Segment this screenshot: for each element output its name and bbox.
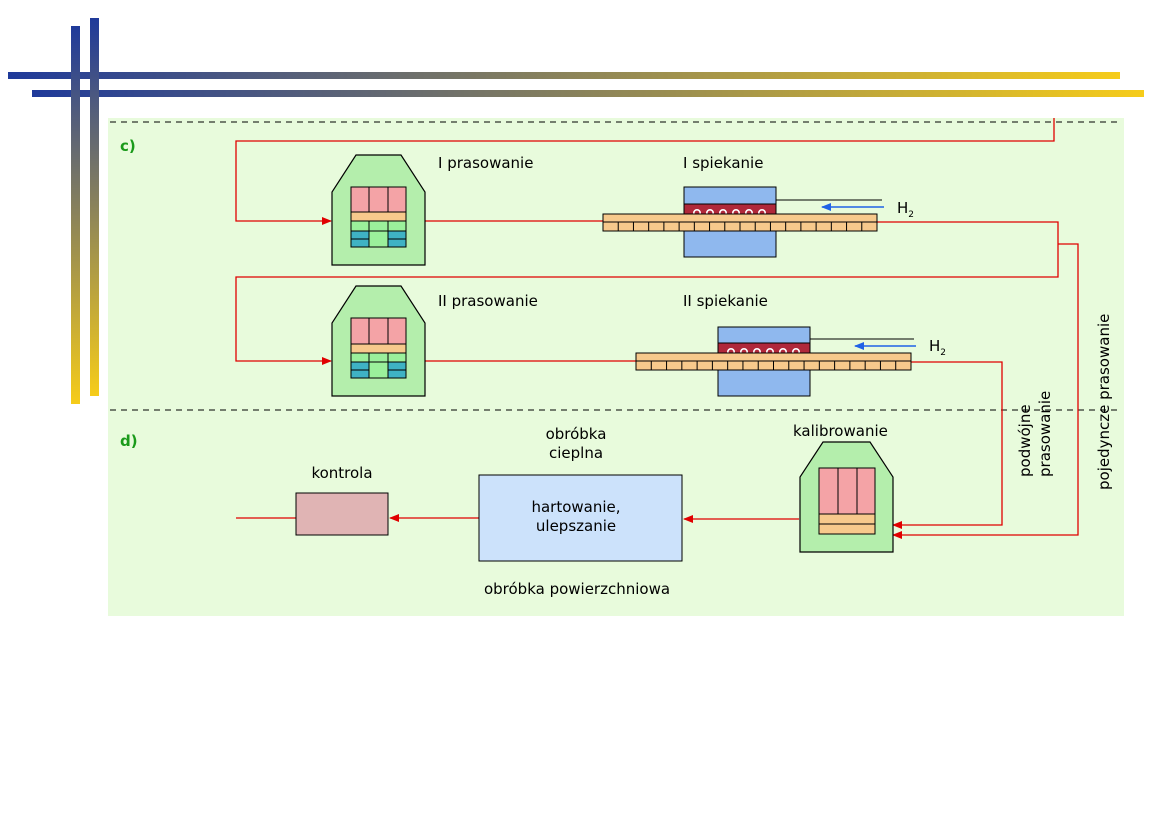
gas-2-subscript: 2 xyxy=(940,348,946,358)
label-heat-treatment-line2: cieplna xyxy=(549,444,603,462)
sinter-furnace-1 xyxy=(602,186,884,258)
label-press-1: I prasowanie xyxy=(438,154,533,172)
label-heat-treatment-line1: obróbka xyxy=(546,425,607,443)
section-label-c: c) xyxy=(120,137,136,155)
deco-vbar-2 xyxy=(90,18,99,396)
label-calibration: kalibrowanie xyxy=(793,422,888,440)
label-double-press-line1: podwójne xyxy=(1016,404,1034,477)
gas-1-subscript: 2 xyxy=(908,210,914,220)
press-1-punch xyxy=(350,186,407,213)
control-box xyxy=(295,492,389,536)
label-sinter-1: I spiekanie xyxy=(683,154,763,172)
label-press-2: II prasowanie xyxy=(438,292,538,310)
section-label-d: d) xyxy=(120,432,138,450)
sinter-1-conveyor-top xyxy=(602,213,878,223)
label-double-press-line2: prasowanie xyxy=(1036,391,1054,477)
flow-double-press-route xyxy=(892,361,1003,529)
sinter-1-gas-inlet xyxy=(775,199,882,214)
press-2-punch xyxy=(350,317,407,345)
flow-single-press-route xyxy=(892,243,1079,539)
deco-hbar-1 xyxy=(8,72,1120,79)
sinter-2-conveyor-top xyxy=(635,352,912,362)
flow-sinter1-loop xyxy=(235,221,1059,365)
gas-1-symbol: H xyxy=(897,199,908,217)
label-gas-2: H2 xyxy=(929,337,946,358)
label-hardening-line2: ulepszanie xyxy=(536,517,616,535)
label-gas-1: H2 xyxy=(897,199,914,220)
heat-treatment-box xyxy=(478,474,683,562)
press-2 xyxy=(331,285,426,397)
label-sinter-2: II spiekanie xyxy=(683,292,768,310)
calibration-punch xyxy=(818,467,876,515)
deco-vbar-1 xyxy=(71,26,80,404)
press-1-powder xyxy=(350,211,407,222)
label-single-press: pojedyncze prasowanie xyxy=(1095,314,1113,490)
sinter-furnace-2 xyxy=(635,326,916,397)
sinter-2-gas-inlet xyxy=(809,338,914,353)
label-hardening-line1: hartowanie, xyxy=(531,498,620,516)
sinter-1-conveyor-belt xyxy=(602,221,878,232)
flow-lines xyxy=(235,118,1079,539)
press-2-powder xyxy=(350,343,407,354)
flow-in-to-press1 xyxy=(235,118,1055,225)
sinter-2-conveyor-belt xyxy=(635,360,912,371)
press-1 xyxy=(331,154,426,266)
deco-hbar-2 xyxy=(32,90,1144,97)
gas-2-symbol: H xyxy=(929,337,940,355)
label-surface-treatment: obróbka powierzchniowa xyxy=(484,580,670,598)
decorative-bars xyxy=(8,18,1144,404)
calibration-press xyxy=(799,441,894,553)
label-control: kontrola xyxy=(311,464,372,482)
